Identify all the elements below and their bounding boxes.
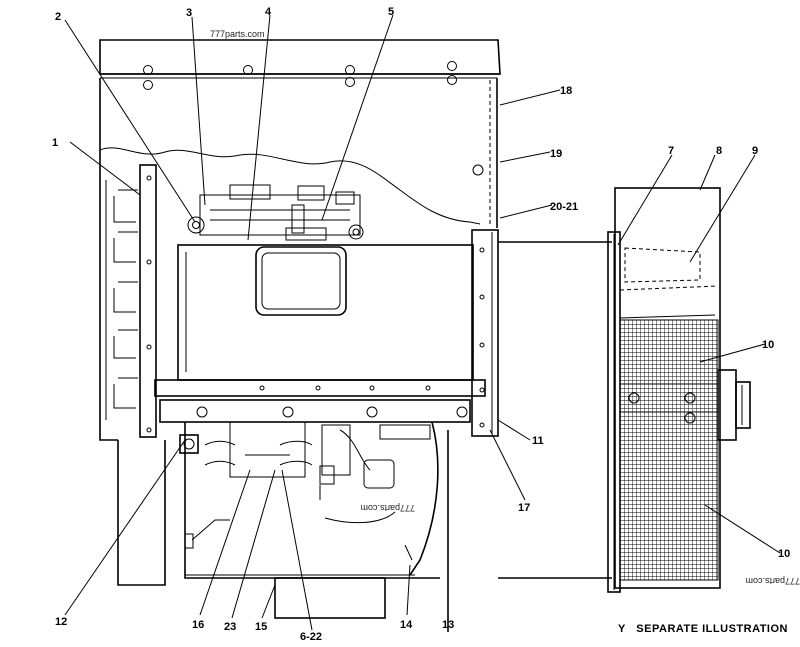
- callout-7: 7: [668, 145, 674, 157]
- callout-18: 18: [560, 85, 572, 97]
- terminal-assembly: [187, 184, 364, 241]
- rectifier-assembly: [179, 421, 431, 500]
- fan-separate-illustration: [607, 187, 751, 593]
- callout-labels: 1 2 3 4 5 18 19 20-21 7 8 9 10 10 11 17 …: [52, 6, 790, 643]
- right-flange: [471, 229, 612, 579]
- callout-17: 17: [518, 502, 530, 514]
- callout-6-22: 6-22: [300, 631, 322, 643]
- left-end-frame: [105, 164, 157, 438]
- callout-15: 15: [255, 621, 267, 633]
- callout-12: 12: [55, 616, 67, 628]
- callout-3: 3: [186, 7, 192, 19]
- callout-1: 1: [52, 137, 58, 149]
- callout-2: 2: [55, 11, 61, 23]
- callout-5: 5: [388, 6, 394, 18]
- callout-14: 14: [400, 619, 413, 631]
- watermark-top: 777parts.com: [210, 29, 265, 39]
- callout-10-upper: 10: [762, 339, 774, 351]
- callout-19: 19: [550, 148, 562, 160]
- callout-10-lower: 10: [778, 548, 790, 560]
- callout-8: 8: [716, 145, 722, 157]
- separate-illustration-caption: Y SEPARATE ILLUSTRATION: [618, 623, 788, 635]
- callout-16: 16: [192, 619, 204, 631]
- top-cover: [99, 39, 501, 90]
- callout-4: 4: [265, 6, 272, 18]
- generator-housing: [99, 78, 498, 441]
- callout-23: 23: [224, 621, 236, 633]
- callout-11: 11: [532, 435, 544, 447]
- watermark-middle: 777parts.com: [360, 503, 415, 513]
- callout-13: 13: [442, 619, 454, 631]
- watermark-right: 777parts.com: [745, 576, 800, 586]
- lower-rails: [154, 379, 486, 423]
- callout-9: 9: [752, 145, 758, 157]
- leader-lines: [64, 14, 781, 631]
- callout-20-21: 20-21: [550, 201, 578, 213]
- watermarks: 777parts.com 777parts.com 777parts.com: [210, 29, 800, 586]
- stator-body: [177, 244, 474, 381]
- lower-enclosure: [117, 421, 449, 632]
